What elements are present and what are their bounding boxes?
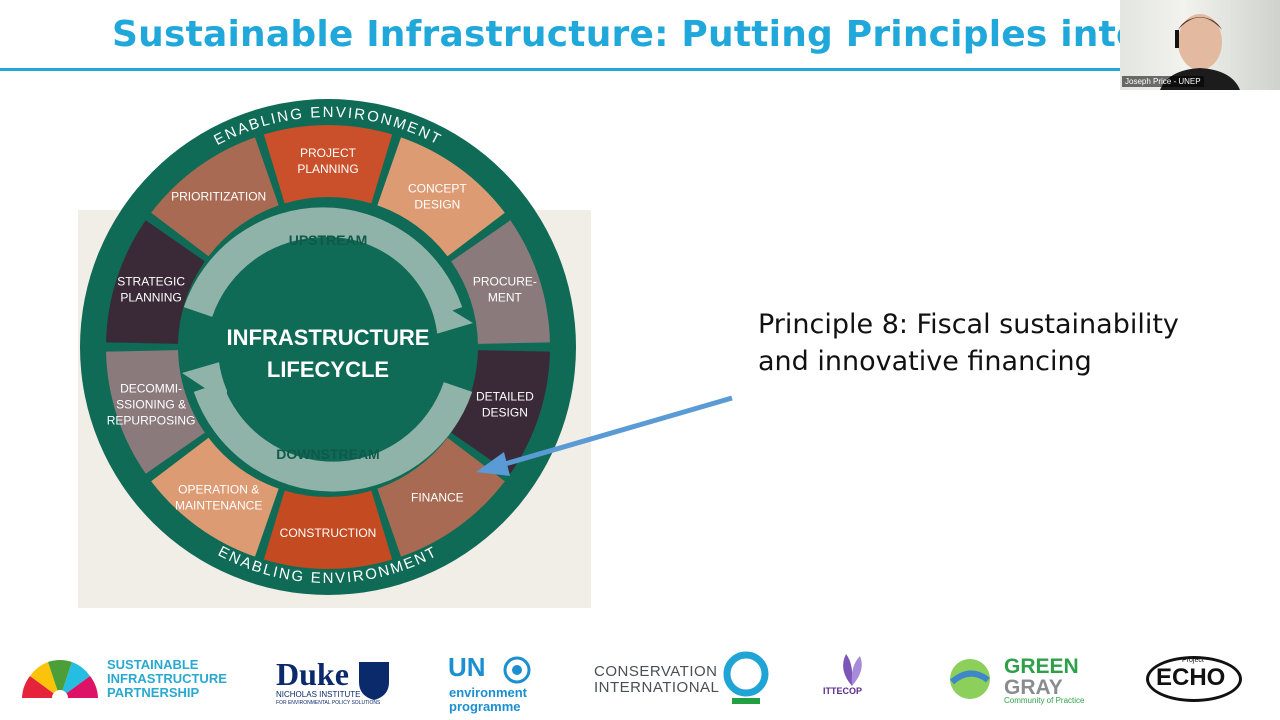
downstream-label: DOWNSTREAM <box>276 446 379 462</box>
lifecycle-segment-label: SSIONING & <box>116 397 186 411</box>
participant-video-tile[interactable]: Joseph Price - UNEP <box>1120 0 1280 90</box>
duke-sub-2: FOR ENVIRONMENTAL POLICY SOLUTIONS <box>276 700 381 706</box>
lifecycle-segment <box>377 437 505 557</box>
principle-text: Principle 8: Fiscal sustainability and i… <box>758 306 1179 380</box>
sip-line-1: SUSTAINABLE <box>107 657 199 672</box>
lifecycle-segment <box>263 490 393 569</box>
lifecycle-segment-label: MENT <box>488 291 523 305</box>
lifecycle-segment-label: DECOMMI- <box>120 381 182 395</box>
sip-logo-icon <box>22 660 98 702</box>
duke-shield-icon <box>359 662 389 700</box>
lifecycle-segment-label: CONCEPT <box>408 182 467 196</box>
lifecycle-segment-label: MAINTENANCE <box>175 498 262 512</box>
lifecycle-segment <box>106 350 205 474</box>
lifecycle-segment-label: OPERATION & <box>178 482 259 496</box>
lifecycle-segment <box>377 137 505 257</box>
lifecycle-segment <box>263 125 393 204</box>
lifecycle-segment <box>106 220 205 344</box>
slide-title: Sustainable Infrastructure: Putting Prin… <box>112 14 1262 55</box>
center-label-line2: LIFECYCLE <box>267 357 389 382</box>
ci-line-1: CONSERVATION <box>594 663 718 680</box>
echo-logo-ring <box>1146 656 1242 702</box>
duke-logo: Duke <box>276 656 349 692</box>
green-gray-globe-icon <box>950 659 990 699</box>
sip-logo-text: SUSTAINABLE INFRASTRUCTURE PARTNERSHIP <box>107 658 227 700</box>
upstream-arrow-band <box>183 207 463 318</box>
lifecycle-segments: PROJECT PLANNING CONCEPT DESIGN PROCURE- MENT… <box>106 125 550 569</box>
upstream-arrowhead <box>426 297 473 337</box>
title-underline <box>0 68 1125 71</box>
downstream-arrowhead <box>182 359 230 402</box>
principle-line-2: and innovative financing <box>758 346 1092 377</box>
lifecycle-segment-label: PLANNING <box>120 291 181 305</box>
lifecycle-segment-label: DETAILED <box>476 389 534 403</box>
lifecycle-segment-label: REPURPOSING <box>107 413 196 427</box>
duke-sub-1: NICHOLAS INSTITUTE <box>276 690 361 699</box>
un-sub-1: environment <box>449 685 528 700</box>
un-subtitle: environment programme <box>449 686 527 714</box>
lifecycle-segment <box>451 220 550 344</box>
partner-logos-bar <box>0 640 1280 720</box>
upstream-label: UPSTREAM <box>289 232 368 248</box>
echo-logo-text: ECHO <box>1156 664 1226 691</box>
ci-line-2: INTERNATIONAL <box>594 679 720 696</box>
lifecycle-segment-label: PROCURE- <box>473 275 537 289</box>
ci-logo-text: CONSERVATION INTERNATIONAL <box>594 664 719 696</box>
participant-name: Joseph Price - UNEP <box>1122 76 1204 87</box>
ittecop-butterfly-icon <box>843 654 862 686</box>
echo-project-label: Project <box>1182 657 1204 664</box>
lifecycle-segment-label: CONSTRUCTION <box>280 526 377 540</box>
green-gray-logo-text: GREEN GRAY <box>1004 656 1079 698</box>
gg-line-1: GREEN <box>1004 655 1079 678</box>
duke-subtitle: NICHOLAS INSTITUTE FOR ENVIRONMENTAL POL… <box>276 690 380 708</box>
center-label-line1: INFRASTRUCTURE <box>227 325 430 350</box>
sip-line-2: INFRASTRUCTURE <box>107 671 227 686</box>
un-logo: UN <box>448 652 486 682</box>
lifecycle-segment-label: PLANNING <box>297 162 358 176</box>
downstream-arrow-band <box>193 381 473 492</box>
lifecycle-segment <box>151 437 279 557</box>
lifecycle-segment-label: PRIORITIZATION <box>171 190 266 204</box>
lifecycle-segment <box>151 137 279 257</box>
lifecycle-segment-label: DESIGN <box>482 405 528 419</box>
lifecycle-segment <box>451 350 550 474</box>
infrastructure-lifecycle-diagram: PROJECT PLANNING CONCEPT DESIGN PROCURE- MENT… <box>80 99 576 595</box>
gg-line-2: GRAY <box>1004 676 1063 699</box>
lifecycle-segment-label: DESIGN <box>414 198 460 212</box>
pointer-arrow <box>476 395 733 476</box>
sip-line-3: PARTNERSHIP <box>107 685 200 700</box>
lifecycle-segment-label: FINANCE <box>411 490 464 504</box>
un-sub-2: programme <box>449 699 521 714</box>
green-gray-subtitle: Community of Practice <box>1004 696 1085 705</box>
center-circle <box>218 237 438 457</box>
lifecycle-segment-label: PROJECT <box>300 146 357 160</box>
ittecop-logo-text: ITTECOP <box>823 686 863 696</box>
lifecycle-segment-label: STRATEGIC <box>117 275 185 289</box>
ci-circle-icon <box>723 651 769 704</box>
un-emblem-icon <box>503 656 531 684</box>
principle-line-1: Principle 8: Fiscal sustainability <box>758 309 1179 340</box>
